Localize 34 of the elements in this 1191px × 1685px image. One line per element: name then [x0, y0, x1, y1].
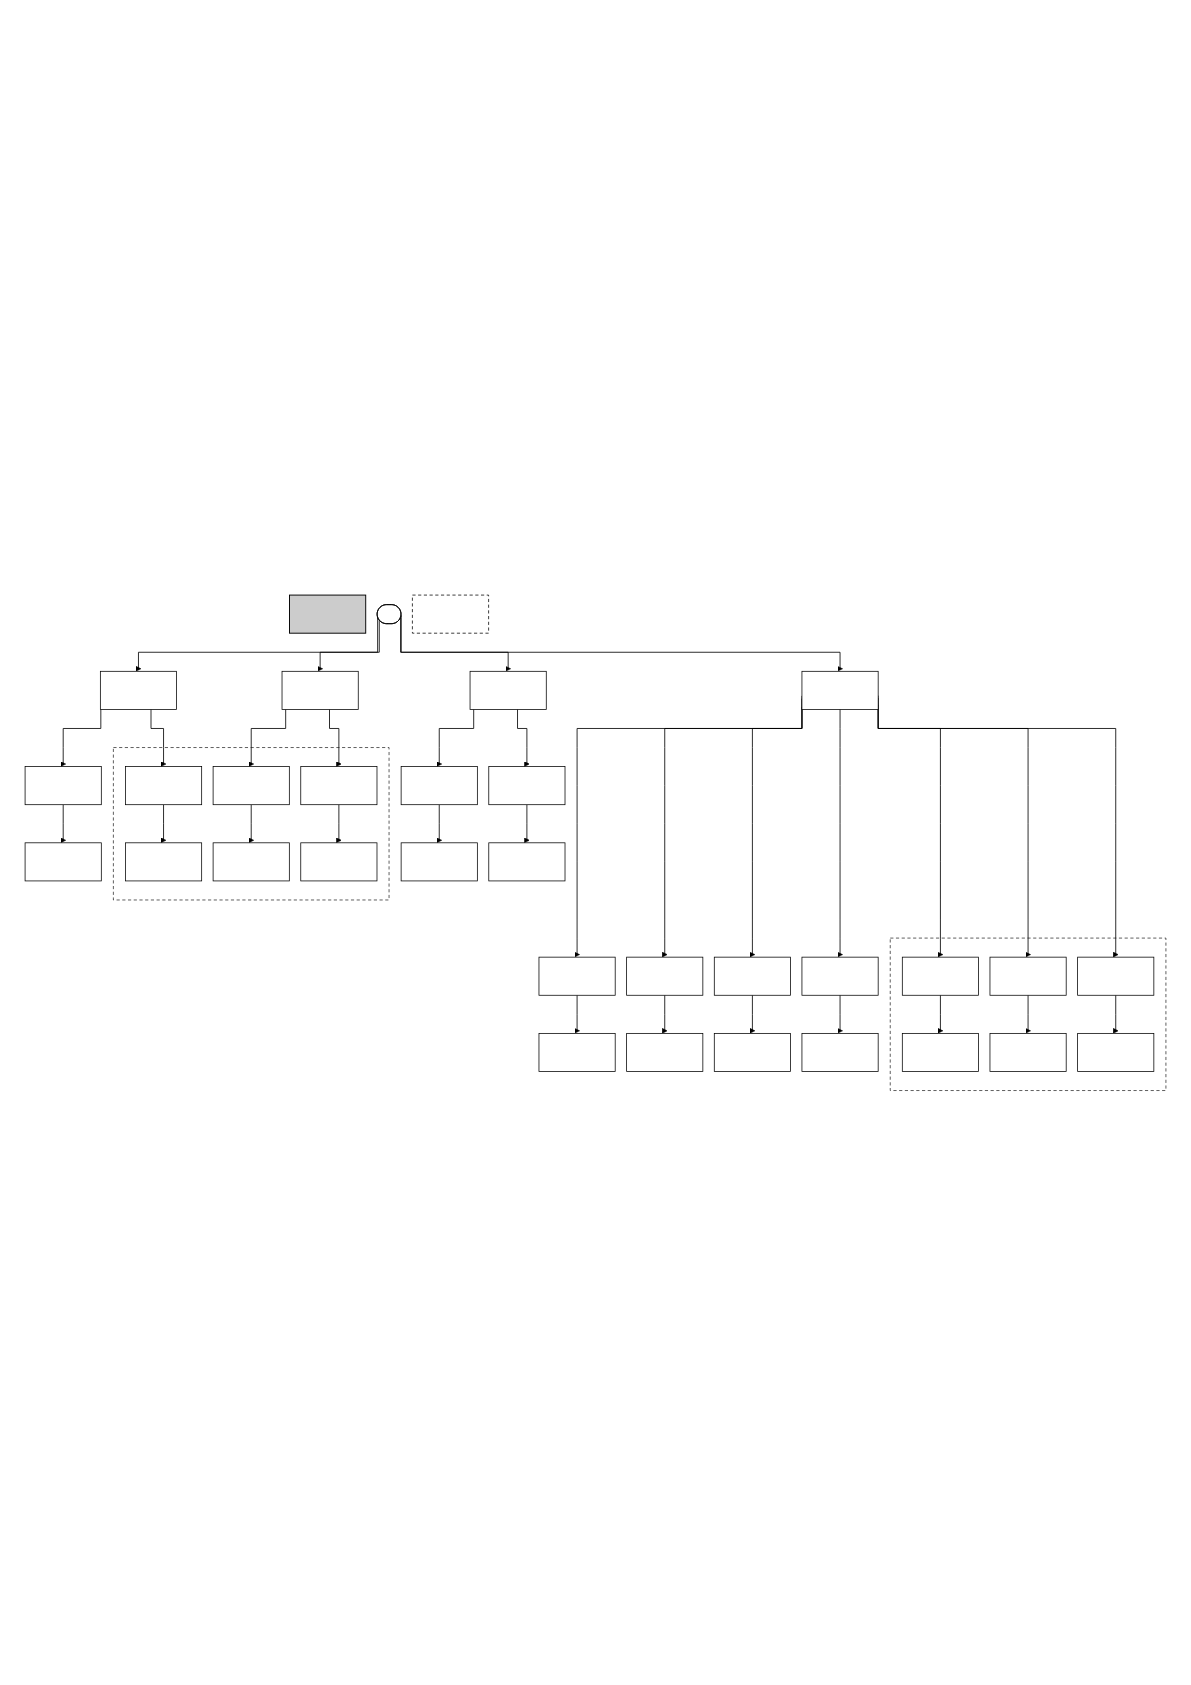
node-box [24, 765, 102, 805]
node-box [212, 765, 290, 805]
node-box [901, 1032, 979, 1072]
node-box [801, 1032, 879, 1072]
node-box [901, 956, 979, 996]
node-box [1077, 956, 1155, 996]
node-box [100, 670, 177, 710]
node-bar [289, 594, 367, 634]
node-box [281, 670, 359, 710]
node-box [400, 842, 478, 881]
node-box [412, 594, 489, 634]
node-box [125, 765, 203, 805]
node-box [488, 765, 566, 805]
node-box [713, 1032, 791, 1072]
node-box [24, 842, 102, 881]
node-box [300, 842, 378, 881]
node-box [801, 670, 879, 710]
node-box [538, 956, 616, 996]
cluster [113, 746, 390, 900]
node-box [989, 956, 1067, 996]
node-box [469, 670, 547, 710]
node-box [713, 956, 791, 996]
node-box [801, 956, 879, 996]
node-box [538, 1032, 616, 1072]
node-box [212, 842, 290, 881]
node-box [1077, 1032, 1155, 1072]
node-box [400, 765, 478, 805]
cluster [889, 937, 1167, 1091]
node-box [989, 1032, 1067, 1072]
node-box [626, 956, 704, 996]
node-box [300, 765, 378, 805]
node-box [626, 1032, 704, 1072]
node-box [125, 842, 203, 881]
node-box [488, 842, 566, 881]
